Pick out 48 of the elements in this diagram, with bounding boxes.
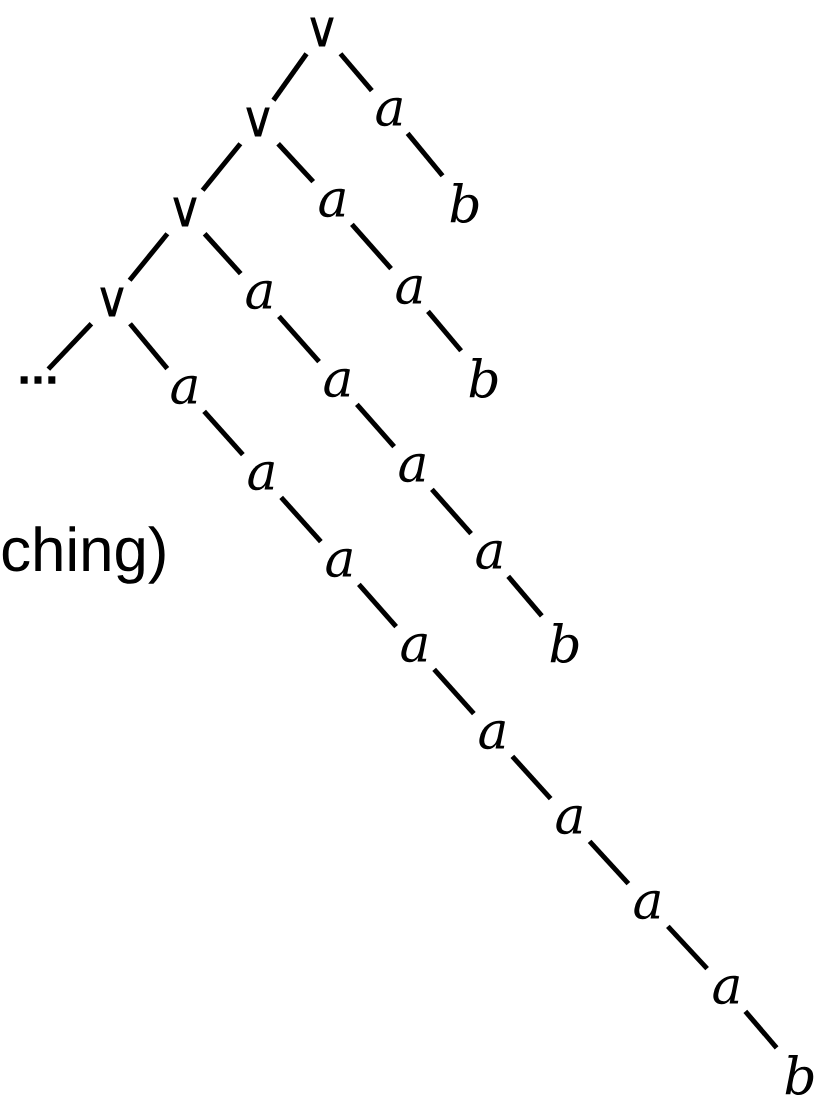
tree-edge — [430, 487, 473, 536]
variable-label: a — [396, 275, 422, 305]
tree-edge — [271, 52, 309, 102]
variable-label: b — [785, 1054, 814, 1096]
variable-label: a — [326, 548, 352, 578]
caption-text: ching) — [2, 526, 165, 584]
tree-edge — [510, 754, 553, 801]
variable-label: a — [324, 368, 350, 398]
variable-label: a — [556, 805, 582, 835]
tree-edge — [128, 322, 170, 371]
tree-edge — [743, 1009, 779, 1050]
tree-edge — [432, 667, 476, 716]
tree-edge — [355, 402, 396, 449]
or-operator: ∨ — [100, 287, 124, 317]
tree-edge — [277, 314, 321, 364]
tree-edge — [202, 409, 245, 457]
tree-edge — [338, 52, 374, 93]
tree-edge — [200, 142, 243, 192]
variable-label: a — [476, 540, 502, 570]
tree-edge — [350, 222, 393, 271]
variable-label: a — [634, 890, 660, 920]
ellipsis: ... — [20, 376, 56, 384]
variable-label: a — [399, 453, 425, 483]
variable-label: b — [469, 357, 498, 399]
variable-label: a — [479, 720, 505, 750]
variable-label: a — [248, 461, 274, 491]
variable-label: a — [376, 97, 402, 127]
variable-label: a — [319, 188, 345, 218]
or-operator: ∨ — [310, 17, 334, 47]
tree-edge — [426, 309, 464, 353]
tree-edge — [276, 142, 316, 184]
variable-label: b — [450, 182, 479, 224]
tree-edge — [357, 582, 398, 629]
tree-edge — [405, 131, 445, 178]
tree-edge — [666, 924, 709, 971]
variable-label: a — [171, 375, 197, 405]
variable-label: a — [246, 280, 272, 310]
tree-edge — [279, 495, 323, 544]
variable-label: b — [550, 622, 579, 664]
or-operator: ∨ — [246, 107, 270, 137]
tree-edge — [587, 839, 631, 886]
tree-edge — [46, 322, 94, 371]
tree-edge — [506, 574, 544, 618]
variable-label: a — [401, 633, 427, 663]
tree-edge — [127, 232, 170, 282]
or-operator: ∨ — [173, 197, 197, 227]
tree-edge — [202, 232, 243, 276]
variable-label: a — [713, 975, 739, 1005]
